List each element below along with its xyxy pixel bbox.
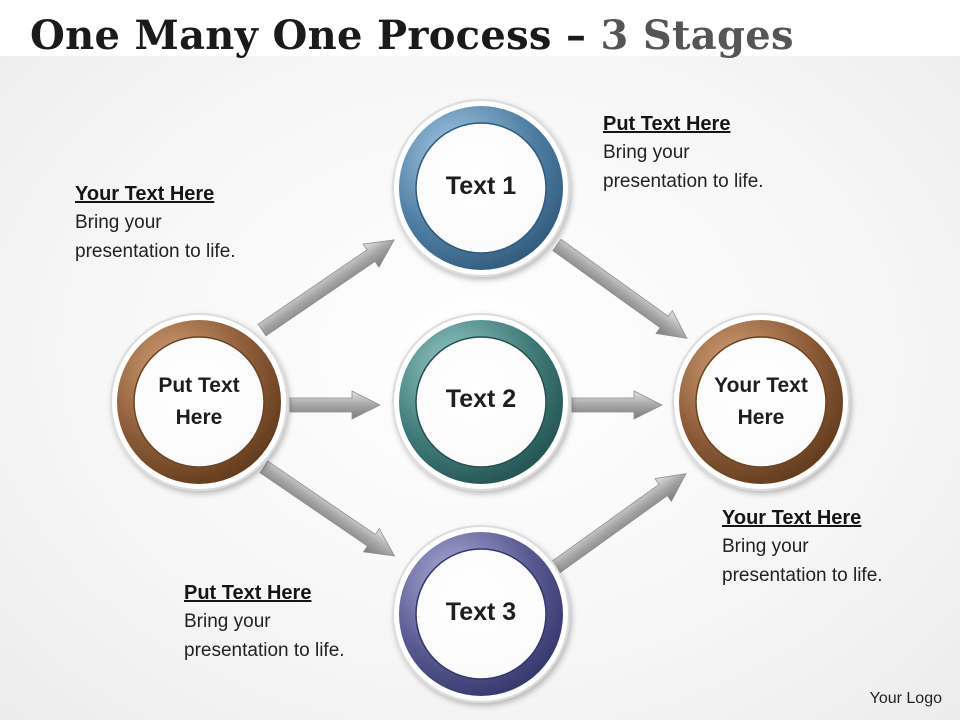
arrow-stage3-to-target bbox=[551, 473, 687, 574]
note-bottom-right-body: Bring your presentation to life. bbox=[722, 536, 883, 586]
note-bottom-left: Put Text Here Bring your presentation to… bbox=[184, 579, 345, 665]
note-bottom-left-body: Bring your presentation to life. bbox=[184, 611, 345, 661]
logo-placeholder: Your Logo bbox=[869, 690, 942, 707]
note-bottom-right-heading: Your Text Here bbox=[722, 507, 862, 529]
note-bottom-left-heading: Put Text Here bbox=[184, 582, 312, 604]
node-stage3-ring bbox=[392, 525, 570, 703]
node-target-ring bbox=[672, 313, 850, 491]
note-bottom-right: Your Text Here Bring your presentation t… bbox=[722, 504, 883, 590]
node-source-ring bbox=[110, 313, 288, 491]
node-stage2-ring bbox=[392, 313, 570, 491]
arrow-source-to-stage2 bbox=[289, 390, 381, 420]
node-stage1-label: Text 1 bbox=[445, 172, 517, 200]
node-target-label: Your Text Here bbox=[714, 374, 808, 429]
note-top-left-body: Bring your presentation to life. bbox=[75, 212, 236, 262]
note-top-left-heading: Your Text Here bbox=[75, 183, 215, 205]
note-top-left: Your Text Here Bring your presentation t… bbox=[75, 180, 236, 266]
slide-title: One Many One Process – 3 Stages bbox=[30, 10, 794, 62]
note-top-right-body: Bring your presentation to life. bbox=[603, 142, 764, 192]
arrow-stage2-to-target bbox=[571, 390, 663, 420]
note-top-right-heading: Put Text Here bbox=[603, 113, 731, 135]
note-top-right: Put Text Here Bring your presentation to… bbox=[603, 110, 764, 196]
node-stage3-label: Text 3 bbox=[445, 598, 517, 626]
title-sub: 3 Stages bbox=[600, 12, 794, 59]
arrow-stage1-to-target bbox=[552, 238, 688, 339]
arrow-source-to-stage3 bbox=[259, 460, 396, 557]
title-main: One Many One Process – bbox=[30, 12, 601, 59]
node-source-label: Put Text Here bbox=[158, 374, 240, 429]
arrow-source-to-stage1 bbox=[257, 239, 395, 337]
node-stage2-label: Text 2 bbox=[445, 385, 517, 413]
node-stage1-ring bbox=[392, 99, 570, 277]
